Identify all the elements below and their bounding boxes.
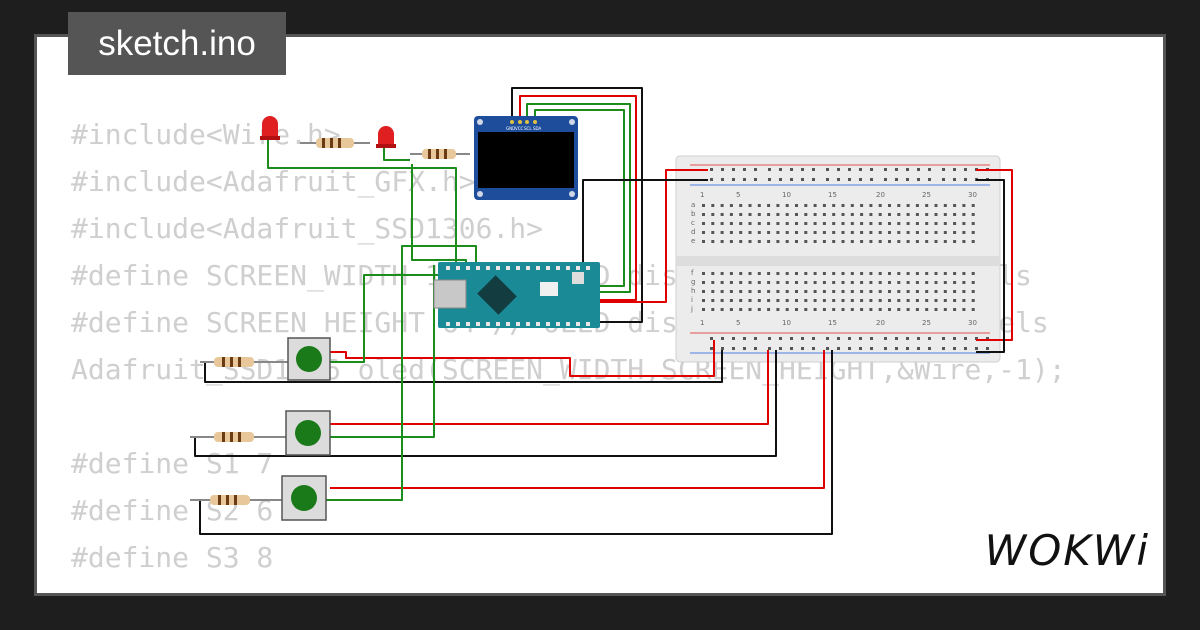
breadboard-holes [702,168,989,350]
bb-number: 15 [828,319,837,327]
bb-number: 30 [968,191,977,199]
bb-number: 25 [922,319,931,327]
code-line: #include<Wire.h> [71,118,341,151]
push-button-2[interactable] [285,410,331,456]
red-led-1 [260,116,280,140]
red-led-2 [376,126,396,148]
bb-number: 25 [922,191,931,199]
bb-number: 1 [700,319,704,327]
bb-row-letter: j [690,305,693,313]
code-line: #define S3 8 [71,541,274,574]
bb-number: 5 [736,319,740,327]
resistor-bodies [210,138,456,505]
bb-number: 10 [782,191,791,199]
bb-row-letter: b [691,210,696,218]
arduino-nano [433,262,600,328]
bb-number: 30 [968,319,977,327]
code-line: #define L1 9 [71,581,1066,593]
bb-number: 5 [736,191,740,199]
bb-row-letter: c [691,219,695,227]
bb-number: 15 [828,191,837,199]
breadboard: 1 5 10 15 20 25 30 1 5 10 15 20 25 30 a … [675,155,1001,363]
bb-row-letter: f [691,269,694,277]
push-button-1[interactable] [287,337,331,381]
bb-row-letter: h [691,287,695,295]
push-button-3[interactable] [281,475,327,521]
bb-number: 10 [782,319,791,327]
bb-row-letter: a [691,201,695,209]
wokwi-logo: WOKWi [984,526,1150,575]
oled-pin-label: GND [506,126,515,131]
filename-tab[interactable]: sketch.ino [68,12,286,75]
bb-row-letter: d [691,228,695,236]
bb-row-letter: g [691,278,695,286]
oled-pin-label: VCC [515,126,524,131]
bb-number: 20 [876,319,885,327]
bb-row-letter: i [691,296,693,304]
bb-number: 20 [876,191,885,199]
oled-pin-label: SCL [524,126,532,131]
code-line: #define S1 7 [71,447,274,480]
code-line: #include<Adafruit_GFX.h> [71,165,476,198]
oled-display: GND VCC SCL SDA [474,116,578,200]
oled-pin-label: SDA [533,126,542,131]
code-line: #include<Adafruit_SSD1306.h> [71,212,544,245]
bb-row-letter: e [691,237,695,245]
nano-pin-headers [446,266,590,326]
bb-number: 1 [700,191,704,199]
